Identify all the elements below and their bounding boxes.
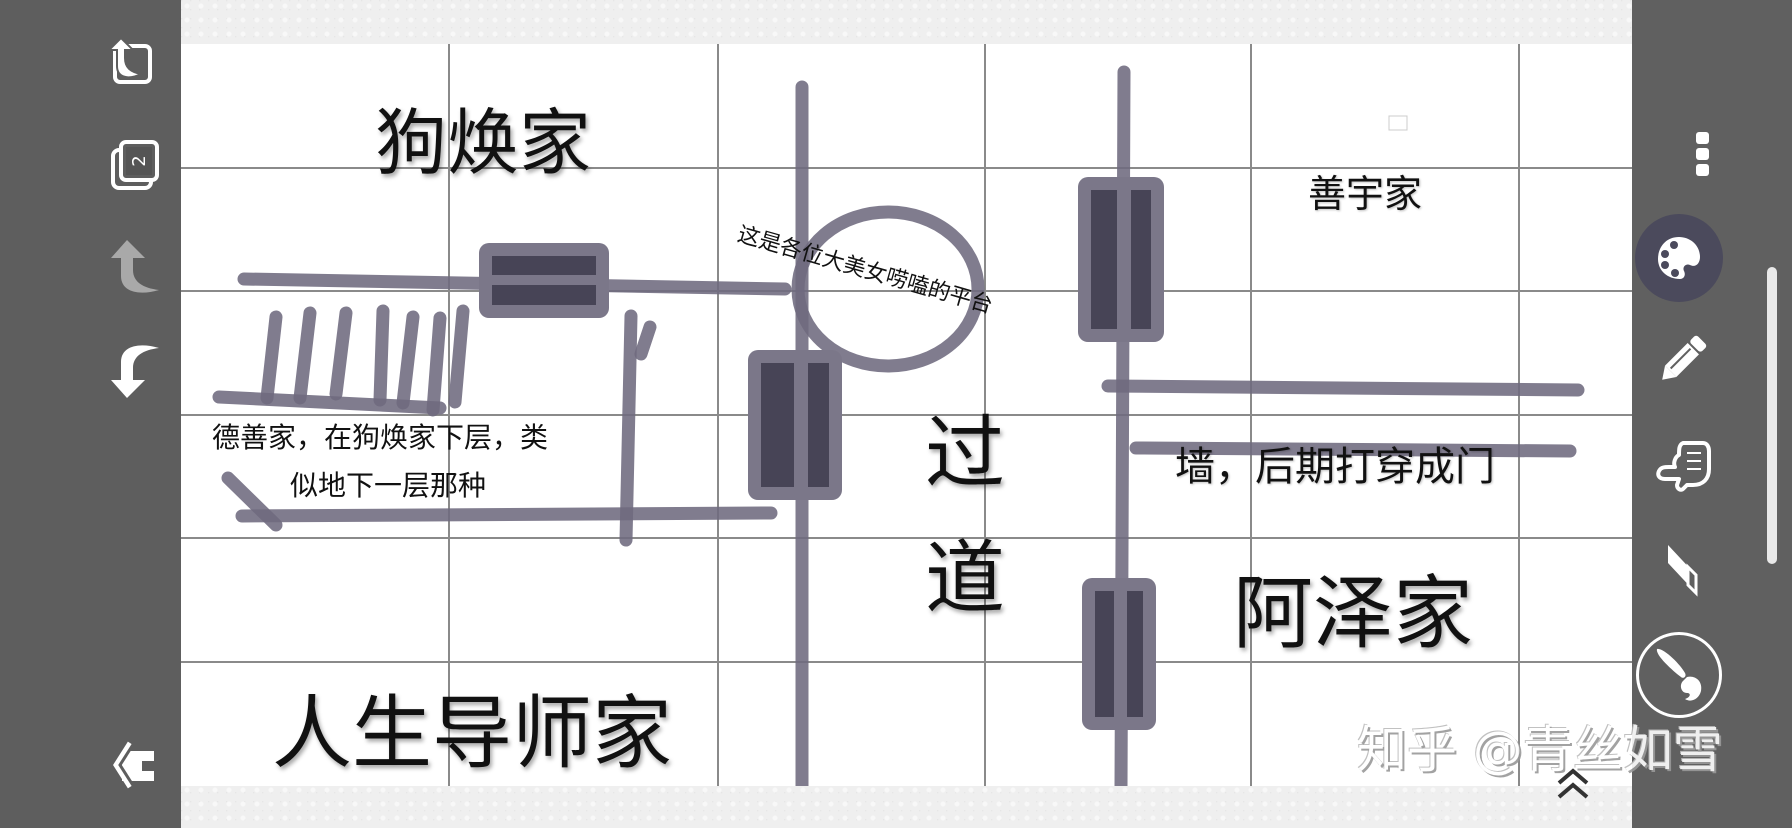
label-deshan-line1: 德善家，在狗焕家下层，类 (212, 421, 549, 454)
label-gouhuan: 狗焕家 (375, 101, 592, 185)
brush-button[interactable] (1636, 632, 1722, 718)
platform-circle (791, 205, 985, 373)
label-corridor-2: 道 (925, 532, 1005, 625)
redo-button[interactable] (105, 340, 165, 400)
left-toolbar: 2 (0, 0, 181, 828)
eraser-button[interactable] (1652, 538, 1712, 600)
label-aze: 阿泽家 (1233, 567, 1473, 660)
drawing-canvas[interactable]: 狗焕家 这是各位大美女唠嗑的平台 善宇家 德善家，在狗焕家下层，类 似地下一层那… (181, 44, 1632, 786)
grid-lines (181, 44, 1632, 786)
redo-icon (111, 345, 159, 398)
door-shapes (479, 177, 1164, 730)
brush-icon (1656, 648, 1702, 701)
svg-text:2: 2 (129, 155, 150, 166)
color-palette-button[interactable] (1635, 214, 1723, 302)
undo-icon (111, 240, 159, 293)
right-toolbar (1632, 0, 1792, 828)
watermark-text: 知乎 @青丝如雪 (1357, 721, 1723, 779)
more-button[interactable] (1678, 128, 1728, 182)
sketch-layer (181, 44, 1632, 786)
share-button[interactable] (100, 30, 160, 90)
pencil-icon (1662, 335, 1707, 380)
undo-button[interactable] (105, 238, 165, 298)
smudge-button[interactable] (1652, 436, 1712, 496)
double-chevron-up-icon (1557, 768, 1589, 799)
more-vertical-icon (1696, 132, 1709, 176)
label-shanyu: 善宇家 (1308, 172, 1423, 216)
label-deshan-line2: 似地下一层那种 (290, 469, 487, 502)
small-marker (1388, 115, 1408, 131)
share-rotate-icon (106, 36, 152, 84)
layers-icon: 2 (111, 140, 159, 190)
pencil-button[interactable] (1652, 330, 1712, 390)
label-mentor: 人生导师家 (272, 687, 672, 780)
palette-icon (1658, 237, 1700, 279)
label-wall-note: 墙，后期打穿成门 (1175, 444, 1495, 490)
brush-size-slider[interactable] (1767, 267, 1777, 564)
hand-smudge-icon (1656, 441, 1711, 492)
eraser-icon (1668, 545, 1698, 597)
label-corridor-1: 过 (925, 407, 1005, 500)
layers-button[interactable]: 2 (105, 135, 165, 195)
exit-button[interactable] (105, 735, 165, 795)
expand-toolbar-button[interactable] (1551, 765, 1595, 803)
back-home-icon (113, 741, 154, 789)
